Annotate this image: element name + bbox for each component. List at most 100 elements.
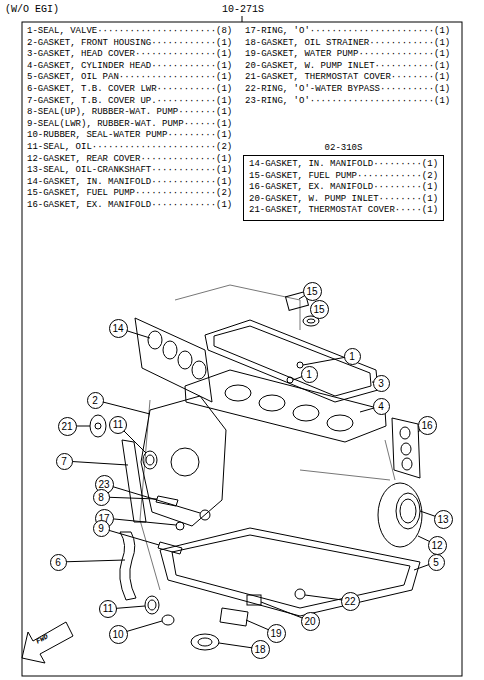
oil-strainer-gasket [191, 634, 219, 650]
parts-list-line: 21-GASKET, THERMOSTAT COVER········(1) [245, 72, 450, 83]
parts-list-line: 14-GASKET, IN. MANIFOLD·········(1) [249, 159, 438, 171]
parts-list-line: 12-GASKET, REAR COVER··············(1) [27, 154, 232, 165]
callout-number-text: 21 [61, 421, 72, 432]
parts-list-line: 5-GASKET, OIL PAN··················(1) [27, 72, 232, 83]
callout-number-text: 9 [98, 523, 104, 534]
tb-cover-gasket-lwr [120, 532, 136, 600]
callout-number-text: 7 [61, 456, 67, 467]
rear-cover-gasket [378, 483, 422, 547]
pump-inlet-gasket [247, 595, 261, 605]
parts-list-line: 13-SEAL, OIL-CRANKSHAFT············(1) [27, 165, 232, 176]
parts-list-line: 16-GASKET, EX. MANIFOLD············(1) [27, 200, 232, 211]
callout-number: 8 [93, 489, 110, 506]
callout-number-text: 15 [306, 286, 317, 297]
variant-note: (W/O EGI) [5, 4, 59, 15]
callout-number: 11 [109, 416, 127, 434]
parts-list-line: 17-RING, 'O'·······················(1) [245, 26, 450, 37]
callout-number-text: 11 [113, 419, 123, 430]
page-frame [22, 22, 462, 676]
callout-number-text: 12 [431, 540, 442, 551]
o-ring [176, 522, 184, 530]
callout-number: 19 [267, 624, 286, 643]
callout-number-text: 16 [421, 420, 432, 431]
parts-list-line: 18-GASKET, OIL STRAINER············(1) [245, 38, 450, 49]
callout-number: 13 [434, 510, 453, 529]
o-ring [200, 510, 210, 520]
callout-number-text: 22 [344, 596, 355, 607]
bracket-tick [242, 16, 243, 22]
head-cover-gasket [205, 320, 378, 402]
callout-number-text: 11 [103, 603, 113, 614]
parts-list-line: 6-GASKET, T.B. COVER LWR···········(1) [27, 84, 232, 95]
callout-number: 15 [303, 282, 322, 301]
parts-list-line: 19-GASKET, WATER PUMP··············(1) [245, 49, 450, 60]
callout-number-text: 1 [349, 351, 355, 362]
parts-list-line: 11-SEAL, OIL·······················(2) [27, 142, 232, 153]
parts-list-line: 20-GASKET, W. PUMP INLET········(1) [249, 194, 438, 206]
callout-number-text: 23 [98, 479, 109, 490]
callout-number: 20 [301, 612, 320, 631]
callout-number: 11 [99, 600, 117, 618]
fwd-arrow [22, 622, 73, 663]
callout-number: 4 [373, 398, 390, 415]
parts-list-line: 7-GASKET, T.B. COVER UP.···········(1) [27, 96, 232, 107]
callout-number-text: 13 [437, 514, 448, 525]
parts-list-line: 8-SEAL(UP), RUBBER-WAT. PUMP·······(1) [27, 107, 232, 118]
callout-number-text: 18 [254, 644, 265, 655]
callout-number: 18 [251, 640, 270, 659]
callout-number: 1 [344, 348, 361, 365]
callout-number: 5 [428, 554, 445, 571]
leader-lines [58, 291, 443, 649]
callout-number-text: 8 [98, 492, 104, 503]
oil-pan-gasket [160, 528, 420, 616]
parts-list-line: 23-RING, 'O'·······················(1) [245, 96, 450, 107]
callout-number: 16 [418, 416, 437, 435]
callout-number: 7 [56, 453, 73, 470]
parts-list-line: 1-SEAL, VALVE······················(8) [27, 26, 232, 37]
callout-number-text: 14 [112, 323, 123, 334]
parts-list-line: 3-GASKET, HEAD COVER···············(1) [27, 49, 232, 60]
parts-list-line: 14-GASKET, IN. MANIFOLD············(1) [27, 177, 232, 188]
callout-number: 14 [109, 319, 128, 338]
parts-list-line: 20-GASKET, W. PUMP INLET···········(1) [245, 61, 450, 72]
parts-list-line: 9-SEAL(LWR), RUBBER-WAT. PUMP······(1) [27, 119, 232, 130]
rubber-seal [162, 615, 174, 625]
water-pump-gasket [220, 608, 248, 626]
callout-number: 10 [109, 625, 128, 644]
direction-label: FWD [34, 632, 50, 648]
callout-number: 1 [301, 366, 318, 383]
callout-number-text: 20 [304, 616, 315, 627]
callout-number-text: 10 [112, 629, 123, 640]
front-housing-gasket [141, 396, 226, 526]
exhaust-manifold-gasket [392, 418, 420, 478]
callout-number: 2 [87, 392, 104, 409]
engine-outline [140, 285, 395, 590]
callout-number: 6 [50, 554, 67, 571]
intake-manifold-gasket [135, 318, 212, 402]
callout-number: 22 [341, 592, 360, 611]
thermostat-gasket [90, 415, 106, 437]
oil-seal [143, 451, 157, 469]
kit-number: 10-271S [222, 4, 264, 15]
parts-list-line: 15-GASKET, FUEL PUMP···············(2) [27, 188, 232, 199]
callout-number: 21 [58, 417, 77, 436]
parts-list-line: 2-GASKET, FRONT HOUSING············(1) [27, 38, 232, 49]
parts-list-line: 16-GASKET, EX. MANIFOLD·········(1) [249, 182, 438, 194]
parts-list-line: 4-GASKET, CYLINDER HEAD············(1) [27, 61, 232, 72]
o-ring-bypass [295, 589, 305, 599]
parts-list-line: 22-RING, 'O'-WATER BYPASS··········(1) [245, 84, 450, 95]
parts-list-line: 10-RUBBER, SEAL-WATER PUMP·········(1) [27, 130, 232, 141]
callout-number: 12 [428, 536, 447, 555]
parts-list-line: 21-GASKET, THERMOSTAT COVER·····(1) [249, 205, 438, 217]
kit-list-box: 02-310S14-GASKET, IN. MANIFOLD·········(… [243, 155, 444, 221]
crankshaft-oil-seal [396, 493, 420, 529]
kit-number: 02-310S [244, 143, 443, 154]
callout-number-text: 4 [378, 401, 384, 412]
oil-seal [145, 596, 159, 614]
callout-number-text: 19 [270, 628, 281, 639]
callout-number: 3 [373, 375, 390, 392]
callout-number-text: 6 [55, 557, 61, 568]
cylinder-head-gasket [185, 370, 386, 442]
callout-number-text: 1 [306, 369, 312, 380]
